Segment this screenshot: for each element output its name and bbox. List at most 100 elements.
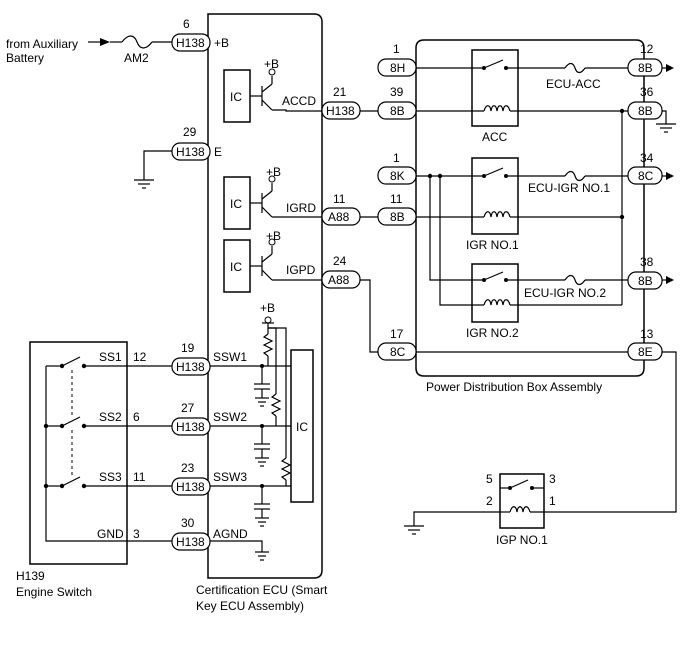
- connector-pill: [171, 33, 211, 52]
- connector-label: 8B: [390, 210, 405, 224]
- relay-coil-icon: [483, 105, 511, 112]
- plus-b-label: +B: [264, 57, 279, 71]
- ic-label: IC: [296, 420, 308, 434]
- connector-pill: [171, 477, 211, 496]
- pin-number: 6: [183, 17, 190, 31]
- source-label: from Auxiliary: [6, 37, 78, 51]
- ic-label: IC: [230, 260, 242, 274]
- power-distribution-box: Power Distribution Box Assembly 1 8H 39 …: [377, 39, 677, 513]
- pin-label: IGPD: [286, 263, 316, 277]
- pin-label: AGND: [213, 527, 248, 541]
- pin-number: 1: [393, 151, 400, 165]
- relay-acc: [471, 49, 519, 127]
- pin-number: 11: [333, 192, 346, 206]
- connector-label: 8C: [638, 169, 654, 183]
- ic-label: IC: [230, 90, 242, 104]
- connector-label: 8H: [390, 61, 405, 75]
- ecu-title: Certification ECU (Smart: [196, 583, 328, 597]
- pin-label: SSW1: [213, 350, 247, 364]
- connector-label: H138: [176, 145, 205, 159]
- relay-igr2: [471, 263, 519, 323]
- pdb-title: Power Distribution Box Assembly: [426, 380, 602, 394]
- pin-number: 34: [640, 151, 654, 165]
- pin-number: 2: [486, 494, 493, 508]
- certification-ecu: Certification ECU (Smart Key ECU Assembl…: [196, 13, 328, 613]
- pin-label: E: [214, 145, 222, 159]
- pin-number: 5: [486, 472, 493, 486]
- connector-label: H138: [176, 480, 205, 494]
- pin-number: 17: [390, 327, 404, 341]
- connector-pill: [171, 532, 211, 551]
- connector-label: 8B: [638, 61, 653, 75]
- pin-number: 1: [549, 494, 556, 508]
- pin-number: 30: [181, 516, 195, 530]
- pin-number: 3: [549, 472, 556, 486]
- resistor-icon: [262, 333, 274, 357]
- fuse-am2-symbol: [121, 35, 153, 49]
- relay-label: IGP NO.1: [496, 533, 548, 547]
- pin-number: 24: [333, 254, 347, 268]
- fuse-ecu-igr1-symbol: [564, 170, 586, 182]
- switch-label: SS2: [99, 410, 122, 424]
- pin-label: ACCD: [282, 94, 316, 108]
- pin-number: 27: [181, 401, 195, 415]
- connector-pill: [171, 357, 211, 376]
- connector-label: 8B: [638, 104, 653, 118]
- switch-id: H139: [16, 569, 45, 583]
- relay-coil-icon: [483, 211, 511, 218]
- connector-label: 8K: [390, 169, 405, 183]
- pin-label: IGRD: [286, 201, 316, 215]
- arrow-right-icon: [666, 276, 674, 284]
- connector-label: A88: [328, 210, 350, 224]
- pin-number: 36: [640, 85, 654, 99]
- pin-label: SSW2: [213, 410, 247, 424]
- arrow-right-icon: [666, 172, 674, 180]
- pin-label: SSW3: [213, 470, 247, 484]
- ecu-output-connectors: 21 H138 11 A88 24 A88: [321, 85, 378, 353]
- connector-label: H138: [176, 36, 205, 50]
- fuse-label: ECU-IGR NO.2: [524, 286, 606, 300]
- fuse-am2-label: AM2: [124, 51, 149, 65]
- pin-number: 3: [133, 527, 140, 541]
- fuse-label: ECU-ACC: [546, 77, 601, 91]
- relay-coil-icon: [509, 506, 531, 513]
- ecu-igpd-driver: IC +B IGPD: [223, 229, 322, 293]
- switch-label: GND: [97, 527, 124, 541]
- ecu-accd-driver: IC +B ACCD: [223, 57, 322, 123]
- switch-name: Engine Switch: [16, 585, 92, 599]
- connector-label: 8C: [390, 345, 406, 359]
- pin-number: 19: [181, 341, 195, 355]
- connector-label: 8B: [638, 274, 653, 288]
- switch-wires: 19 H138 27 H138 23 H138 30 H138: [127, 341, 211, 551]
- source-label-2: Battery: [6, 51, 44, 65]
- connector-label: 8B: [390, 104, 405, 118]
- pin-number: 39: [390, 85, 404, 99]
- connector-label: 8E: [638, 345, 653, 359]
- pin-number: 1: [393, 42, 400, 56]
- connector-label: H138: [176, 360, 205, 374]
- pin-number: 12: [133, 350, 147, 364]
- connector-label: H138: [176, 420, 205, 434]
- relay-label: ACC: [482, 130, 508, 144]
- relay-igp1: IGP NO.1 5 3 2 1: [404, 472, 556, 547]
- terminal-icon: [268, 68, 276, 76]
- terminal-icon: [264, 316, 272, 324]
- switch-label: SS1: [99, 350, 122, 364]
- pin-number: 23: [181, 461, 195, 475]
- pin-number: 11: [133, 470, 146, 484]
- plus-b-label: +B: [260, 301, 275, 315]
- ic-label: IC: [230, 197, 242, 211]
- connector-label: H138: [326, 104, 355, 118]
- ecu-pin-b: 6 H138 +B: [171, 17, 229, 52]
- engine-switch-box: [29, 341, 128, 565]
- ecu-switch-sense-circuit: +B IC SSW1 SSW2: [208, 301, 314, 561]
- fuse-label: ECU-IGR NO.1: [528, 181, 610, 195]
- pin-number: 13: [640, 327, 654, 341]
- relay-igr1: [471, 157, 519, 235]
- arrow-right-icon: [666, 64, 674, 72]
- relay-coil-icon: [483, 299, 511, 306]
- pin-number: 38: [640, 255, 654, 269]
- ecu-pin-e: 29 H138 E: [134, 125, 222, 189]
- terminal-icon: [268, 238, 276, 246]
